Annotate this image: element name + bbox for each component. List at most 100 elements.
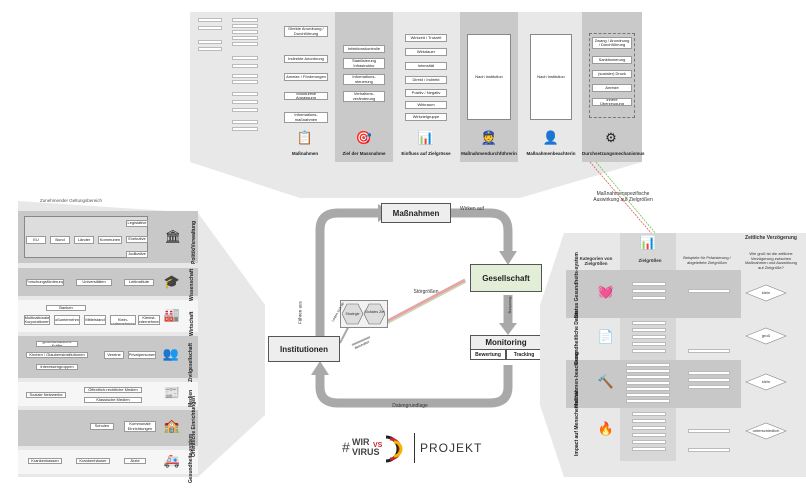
document-icon: 📄 <box>597 329 615 344</box>
delay-value: groß <box>761 333 771 338</box>
right-row-label: Impact auf Menschenrechte <box>574 390 580 456</box>
zielgroessen-header: Zielgrößen <box>638 258 662 263</box>
mechanismus-item: Sanktionierung <box>592 56 632 64</box>
einfluss-item: Intensität <box>405 62 447 70</box>
delay-value: klein <box>761 379 771 384</box>
politik-item: Exekutive <box>126 236 148 243</box>
massnahme-item: Informations- maßnahmen <box>284 112 328 123</box>
zivil-item: gesellschaftliche Kräfte <box>36 341 78 347</box>
medien-item: Öffentlich-rechtliche Medien <box>84 387 142 393</box>
bewertung-side-label: Bewertung <box>508 296 513 314</box>
ziel-column-band <box>335 12 393 162</box>
zivil-item: Privatpersonen <box>128 351 156 359</box>
gesundheit-item: Ärzte <box>124 458 146 464</box>
mechanismus-item: Anreize <box>592 84 632 92</box>
top-tree <box>196 16 278 134</box>
wissenschaft-item: Forschungsförderung <box>26 279 64 286</box>
strategie-label: Strategie <box>345 312 360 316</box>
right-arrow-label: Maßnahmenspezifische Auswirkung auf Ziel… <box>593 191 653 203</box>
einfluss-item: Positiv / Negativ <box>405 89 447 97</box>
capitol-icon: 🏛 <box>164 229 182 244</box>
wirtschaft-item: Großunternehmen <box>54 315 80 325</box>
factory-icon: 🏭 <box>163 307 181 322</box>
column-label: Einfluss auf Zielgrösse <box>401 151 451 156</box>
einfluss-item: Wirkdauer <box>405 48 447 56</box>
delay-diamonds <box>745 284 787 440</box>
node-tracking: Tracking <box>506 349 542 360</box>
zivil-item: Kirchen / Glaubensinstitutionen <box>26 352 88 358</box>
zivil-item: Vereine <box>104 351 124 359</box>
politik-item: Kommunen <box>98 236 122 244</box>
gesundheit-item: Krankenhäuser <box>76 458 110 464</box>
wissenschaft-item: Universitäten <box>76 279 112 286</box>
politik-item: Legislative <box>126 220 148 227</box>
ziel-item: Verhaltens- veränderung <box>343 91 385 102</box>
person-icon: 👤 <box>542 130 560 145</box>
massnahme-item: Strukturelle Anpassung <box>284 92 328 100</box>
row-label: Zivilgesellschaft <box>188 343 194 382</box>
politik-item: Bund <box>50 236 70 244</box>
verzoegerung-header: Zeitliche Verzögerung <box>745 235 797 241</box>
column-label: Durchsetzungsmechanismus <box>582 151 645 156</box>
wirken-auf-label: Wirken auf <box>460 206 484 212</box>
logo-divider <box>414 433 415 463</box>
politik-item: Länder <box>74 236 94 244</box>
einfluss-item: Direkt / Indirekt <box>405 76 447 84</box>
logo-hash: # <box>342 439 350 455</box>
gesundheit-item: Krankenkassen <box>28 458 62 464</box>
delay-value: klein <box>761 290 771 295</box>
school-icon: 🏫 <box>163 418 181 433</box>
medien-item: Soziale Netzwerke <box>26 392 66 398</box>
politik-item: Judikative <box>126 251 148 258</box>
heartbeat-icon: 💓 <box>597 284 615 299</box>
column-label: Ziel der Massnahme <box>342 151 386 156</box>
globales-ziel-label: Globales Ziel <box>364 310 385 314</box>
durchfuehrer-box: Nach Institution <box>467 34 511 120</box>
column-label: Maßnahmen <box>291 151 319 156</box>
clipboard-icon: 📋 <box>296 130 314 145</box>
stoergroessen-label: Störgrößen <box>413 289 439 295</box>
datengrundlage-label: Datengrundlage <box>392 403 428 409</box>
mechanismus-item: Zwang / Anordnung / Durchführung <box>592 37 632 49</box>
node-monitoring: Monitoring <box>470 335 542 349</box>
node-massnahmen: Maßnahmen <box>381 203 451 223</box>
row-label: Wirtschaft <box>189 311 195 336</box>
oeffentlich-item: Schulen <box>90 423 114 430</box>
row-label: Politik/Verwaltung <box>191 220 197 264</box>
einfluss-item: Wirkzeit / Trotzeit <box>405 34 447 42</box>
ambulance-icon: 🚑 <box>163 453 181 468</box>
ziel-item: Stabilisierung Infrastruktur <box>343 58 385 69</box>
oeffentlich-item: Kommunale Einrichtungen <box>124 421 156 432</box>
row-label: Wissenschaft <box>189 268 195 301</box>
wirtschaft-item: Mittelstand <box>84 315 106 325</box>
massnahme-item: Direkte Anordnung / Durchführung <box>284 26 328 37</box>
delay-value: unterschiedlich <box>752 428 780 433</box>
wirtschaft-item: Multinationale Korporationen <box>24 315 50 325</box>
logo-wir: WIR <box>352 437 370 447</box>
einfluss-item: Wirkraum <box>405 101 447 109</box>
node-institutionen: Institutionen <box>268 336 340 362</box>
node-gesellschaft: Gesellschaft <box>470 264 542 292</box>
logo-projekt: PROJEKT <box>420 441 483 455</box>
graduation-cap-icon: 🎓 <box>163 274 181 289</box>
kategorien-header: Kategorien von Zielgrößen <box>579 256 613 267</box>
massnahme-item: Indirekte Anordnung <box>284 55 328 63</box>
einfluss-item: Wirkzielgruppe <box>405 113 447 121</box>
newspaper-icon: 📰 <box>163 385 181 400</box>
wissenschaft-item: Leitinstitute <box>124 279 154 286</box>
wirvsvirus-logo: # WIR VS VIRUS PROJEKT <box>334 429 481 469</box>
wirtschaft-item: Kleinst- / Klein- unternehmen <box>110 315 136 325</box>
column-label: Maßnahmenbeachterin <box>526 151 576 156</box>
medien-item: Klassische Medien <box>84 397 142 403</box>
gavel-icon: 🔨 <box>597 374 615 389</box>
target-icon: 🎯 <box>355 130 373 145</box>
fuehren-aus-label: Führen aus <box>297 301 303 324</box>
zivil-item: Interessengruppen <box>36 364 78 370</box>
wirtschaft-item: Kleinst- unternehmen <box>138 315 160 325</box>
top-to-right-arrows <box>589 161 657 235</box>
gears-icon: ⚙ <box>605 130 617 145</box>
node-bewertung: Bewertung <box>470 349 506 360</box>
strategie-hexagons <box>342 303 386 325</box>
officer-icon: 👮 <box>480 130 498 145</box>
logo-flag-arc <box>385 435 403 463</box>
